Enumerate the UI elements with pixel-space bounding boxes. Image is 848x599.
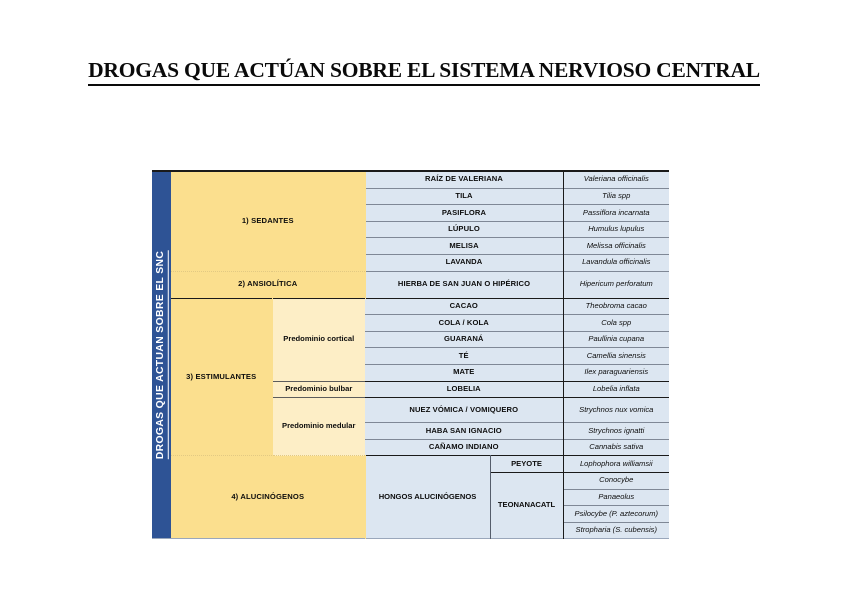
common-name: LOBELIA <box>365 380 564 398</box>
table-row: TILA Tilia spp <box>152 187 670 205</box>
common-name: MATE <box>365 363 564 382</box>
common-name: HABA SAN IGNACIO <box>365 422 564 440</box>
subcategory-teonanacatl: TEONANACATL <box>490 471 564 539</box>
table-row: Psilocybe (P. aztecorum) <box>152 505 670 523</box>
common-name: RAÍZ DE VALERIANA <box>365 171 564 189</box>
common-name: GUARANÁ <box>365 330 564 348</box>
scientific-name: Valeriana officinalis <box>563 171 670 189</box>
common-name: TÉ <box>365 347 564 365</box>
table-row: LÚPULO Humulus lupulus <box>152 220 670 238</box>
table-row: TEONANACATL Conocybe <box>152 471 670 539</box>
scientific-name: Strychnos nux vomica <box>563 397 670 423</box>
table-row: MELISA Melissa officinalis <box>152 237 670 255</box>
scientific-name: Theobroma cacao <box>563 297 670 315</box>
table-row: TÉ Camellia sinensis <box>152 347 670 365</box>
common-name: COLA / KOLA <box>365 314 564 332</box>
table-row: 3) ESTIMULANTES Predominio cortical CACA… <box>152 297 670 456</box>
table-row: DROGAS QUE ACTUAN SOBRE EL SNC 1) SEDANT… <box>152 171 670 539</box>
common-name: NUEZ VÓMICA / VOMIQUERO <box>365 397 564 423</box>
scientific-name: Melissa officinalis <box>563 237 670 255</box>
table-row: 2) ANSIOLÍTICA HIERBA DE SAN JUAN O HIPÉ… <box>152 270 670 299</box>
scientific-name: Camellia sinensis <box>563 347 670 365</box>
table-row: GUARANÁ Paullinia cupana <box>152 330 670 348</box>
table-row: COLA / KOLA Cola spp <box>152 314 670 332</box>
scientific-name: Panaeolus <box>563 488 670 506</box>
scientific-name: Lophophora williamsii <box>563 455 670 473</box>
scientific-name: Lavandula officinalis <box>563 253 670 272</box>
subcategory-predominio-bulbar: Predominio bulbar <box>272 380 365 399</box>
table-row: LAVANDA Lavandula officinalis <box>152 253 670 272</box>
scientific-name: Cannabis sativa <box>563 438 670 456</box>
subcategory-peyote: PEYOTE <box>490 455 564 473</box>
scientific-name: Humulus lupulus <box>563 220 670 238</box>
scientific-name: Hipericum perforatum <box>563 270 670 299</box>
scientific-name: Lobelia inflata <box>563 380 670 398</box>
scientific-name: Passiflora incarnata <box>563 204 670 222</box>
common-name: LÚPULO <box>365 220 564 238</box>
common-name: TILA <box>365 187 564 205</box>
spine-label: DROGAS QUE ACTUAN SOBRE EL SNC <box>154 250 169 460</box>
scientific-name: Paullinia cupana <box>563 330 670 348</box>
table-row: Stropharia (S. cubensis) <box>152 521 670 539</box>
category-alucinogenos: 4) ALUCINÓGENOS <box>171 455 366 539</box>
scientific-name: Ilex paraguariensis <box>563 363 670 382</box>
vertical-spine: DROGAS QUE ACTUAN SOBRE EL SNC <box>152 171 171 539</box>
page-title: DROGAS QUE ACTÚAN SOBRE EL SISTEMA NERVI… <box>0 58 848 86</box>
table-row: MATE Ilex paraguariensis <box>152 363 670 382</box>
scientific-name: Psilocybe (P. aztecorum) <box>563 505 670 523</box>
subcategory-predominio-cortical: Predominio cortical <box>272 297 365 382</box>
table-row: PASIFLORA Passiflora incarnata <box>152 204 670 222</box>
table-row: Predominio bulbar LOBELIA Lobelia inflat… <box>152 380 670 399</box>
common-name: CAÑAMO INDIANO <box>365 438 564 456</box>
category-ansiolitica: 2) ANSIOLÍTICA <box>171 270 366 299</box>
scientific-name: Tilia spp <box>563 187 670 205</box>
category-sedantes: 1) SEDANTES <box>171 171 366 272</box>
page-title-text: DROGAS QUE ACTÚAN SOBRE EL SISTEMA NERVI… <box>88 58 760 86</box>
drugs-cns-table: DROGAS QUE ACTUAN SOBRE EL SNC 1) SEDANT… <box>152 170 670 540</box>
common-name: LAVANDA <box>365 253 564 272</box>
common-name: MELISA <box>365 237 564 255</box>
common-name: CACAO <box>365 297 564 315</box>
scientific-name: Conocybe <box>563 471 670 489</box>
common-name: PASIFLORA <box>365 204 564 222</box>
table-row: Predominio medular NUEZ VÓMICA / VOMIQUE… <box>152 397 670 456</box>
group-hongos-alucinogenos: HONGOS ALUCINÓGENOS <box>365 455 491 539</box>
table-row: HABA SAN IGNACIO Strychnos ignatti <box>152 422 670 440</box>
table-row: CAÑAMO INDIANO Cannabis sativa <box>152 438 670 456</box>
scientific-name: Strychnos ignatti <box>563 422 670 440</box>
table-row: Panaeolus <box>152 488 670 506</box>
table-row: 4) ALUCINÓGENOS HONGOS ALUCINÓGENOS PEYO… <box>152 455 670 539</box>
subcategory-predominio-medular: Predominio medular <box>272 397 365 456</box>
scientific-name: Stropharia (S. cubensis) <box>563 521 670 539</box>
common-name: HIERBA DE SAN JUAN O HIPÉRICO <box>365 270 564 299</box>
scientific-name: Cola spp <box>563 314 670 332</box>
category-estimulantes: 3) ESTIMULANTES <box>171 297 273 456</box>
